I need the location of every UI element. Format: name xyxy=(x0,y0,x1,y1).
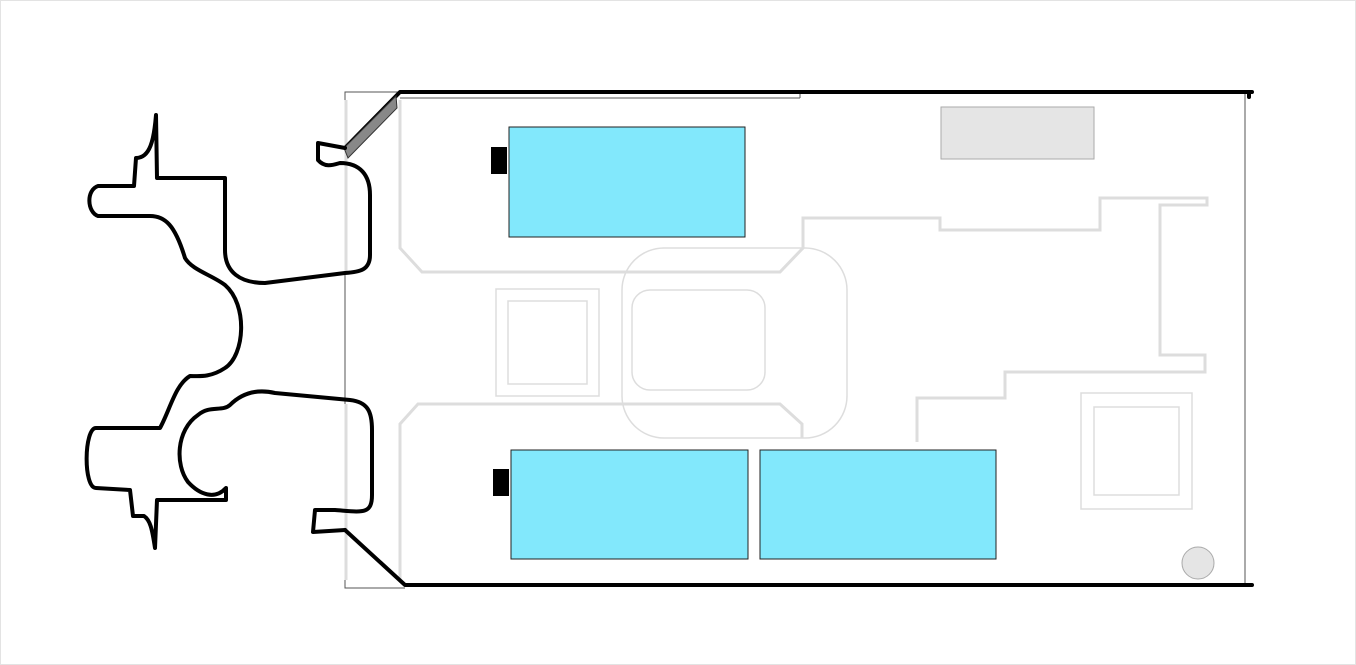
grey-block xyxy=(940,106,1095,160)
central-room-inner xyxy=(631,289,766,391)
entry-outline xyxy=(84,113,374,550)
circle-fixture xyxy=(1181,546,1215,580)
central-room-outer xyxy=(621,247,848,439)
faint-detail-outlines xyxy=(495,247,1193,510)
corner-ramp xyxy=(343,94,398,159)
room-bottom-right xyxy=(759,449,997,560)
room-bottom-left xyxy=(510,449,749,560)
marker-bottom xyxy=(493,469,509,496)
marker-top xyxy=(491,147,507,174)
building-frame xyxy=(344,91,1246,589)
small-room-left-outer xyxy=(495,288,600,397)
small-room-left-inner xyxy=(507,300,588,385)
black-markers xyxy=(491,147,509,496)
room-top-left xyxy=(508,126,746,238)
small-room-right-inner xyxy=(1093,406,1180,496)
faint-interior-outlines xyxy=(344,100,1209,580)
small-room-right-outer xyxy=(1080,392,1193,510)
cyan-rooms xyxy=(508,126,997,560)
